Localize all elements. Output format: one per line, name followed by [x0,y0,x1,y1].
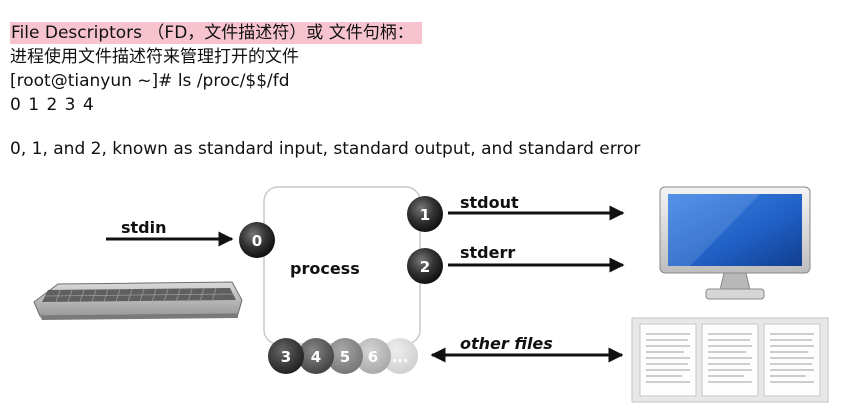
command-line: [root@tianyun ~]# ls /proc/$$/fd [10,71,290,91]
fd-2-circle [407,248,443,284]
description-line: 进程使用文件描述符来管理打开的文件 [10,47,299,67]
fd-4-label: 4 [311,348,321,366]
other-files-label: other files [460,334,553,353]
command-output: 0 1 2 3 4 [10,95,95,115]
fd-more-circle [382,338,418,374]
fd-3-label: 3 [281,348,291,366]
stdin-label: stdin [121,218,167,237]
fd-more-label: ... [391,348,408,366]
process-label: process [290,259,360,278]
fd-4-circle [298,338,334,374]
note-line: 0, 1, and 2, known as standard input, st… [10,139,641,159]
files-icon [631,317,829,403]
title-line: File Descriptors （FD，文件描述符）或 文件句柄： [10,22,422,44]
fd-6-circle [355,338,391,374]
monitor-icon [659,186,811,300]
fd-3-circle [268,338,304,374]
stdout-label: stdout [460,193,519,212]
keyboard-icon [33,281,243,320]
fd-1-label: 1 [420,206,430,224]
fd-2-label: 2 [420,258,430,276]
fd-0-label: 0 [252,232,262,250]
fd-5-circle [327,338,363,374]
fd-0-circle [239,222,275,258]
stderr-label: stderr [460,243,515,262]
fd-6-label: 6 [368,348,378,366]
fd-5-label: 5 [340,348,350,366]
fd-1-circle [407,196,443,232]
page-title: File Descriptors （FD，文件描述符）或 文件句柄： [10,22,422,44]
